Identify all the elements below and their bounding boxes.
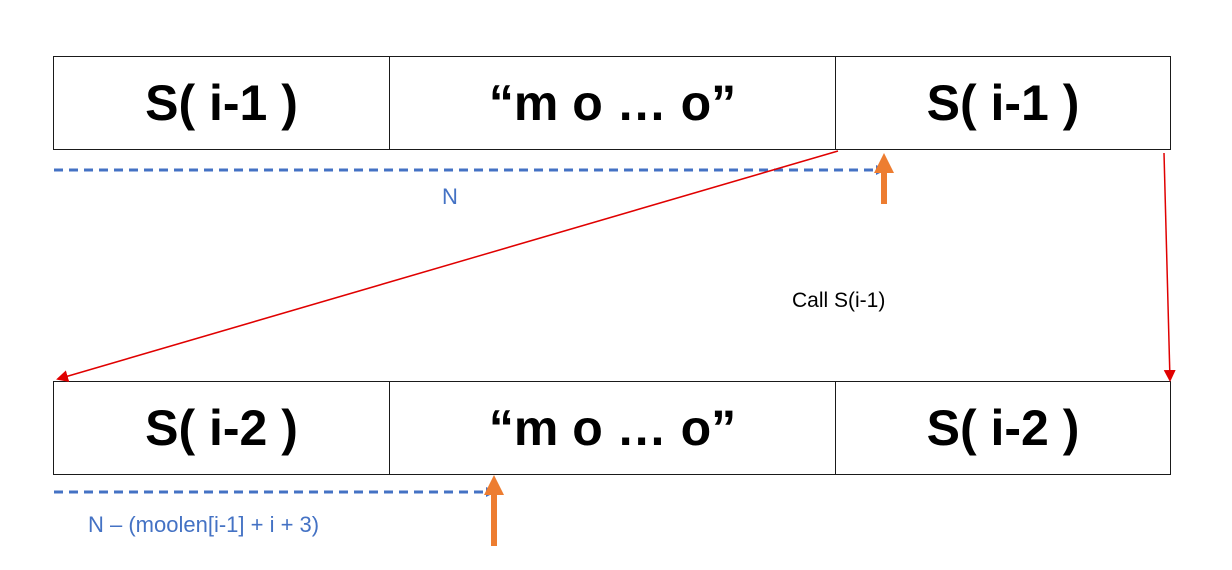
- bottom-right-block: S( i-2 ): [926, 400, 1080, 456]
- bottom-left-block: S( i-2 ): [54, 382, 390, 474]
- top-position-marker-icon: [874, 153, 894, 204]
- bottom-middle-block: “m o … o”: [390, 382, 836, 474]
- call-label: Call S(i-1): [792, 289, 886, 312]
- top-offset-label: N: [442, 184, 458, 209]
- top-string-row: S( i-1 ) “m o … o” S( i-1 ): [53, 56, 1171, 150]
- bottom-position-marker-icon: [484, 475, 504, 546]
- call-arrow-right: [1163, 152, 1176, 382]
- top-left-block: S( i-1 ): [54, 57, 390, 149]
- top-right-block: S( i-1 ): [926, 75, 1080, 131]
- bottom-offset-label: N – (moolen[i-1] + i + 3): [88, 512, 320, 537]
- bottom-string-row: S( i-2 ) “m o … o” S( i-2 ): [53, 381, 1171, 475]
- top-middle-block: “m o … o”: [390, 57, 836, 149]
